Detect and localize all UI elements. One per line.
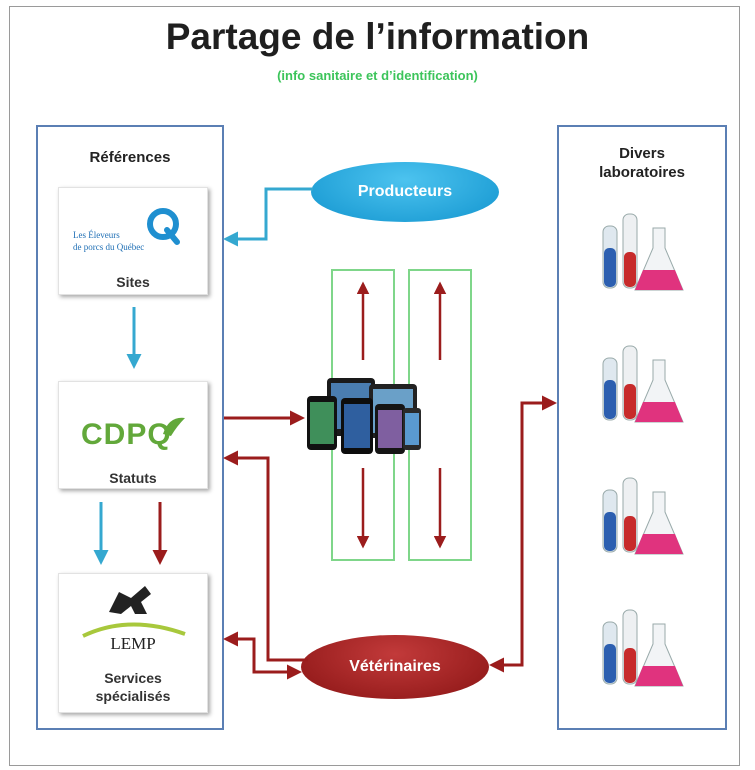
references-title: Références [89, 149, 171, 166]
lemp-animal-icon [109, 586, 151, 614]
producteurs-to-sites-arrow [223, 187, 313, 247]
statuts-label: Statuts [109, 470, 157, 486]
veterinaires-laboratoires-arrow [489, 395, 557, 673]
laboratoires-title-line1: Divers [619, 145, 665, 162]
lemp-logo-text: LEMP [110, 634, 156, 653]
eleveurs-q-icon [147, 208, 180, 245]
lab-flask-icon [602, 345, 684, 423]
mobile-devices-icon [307, 378, 421, 454]
producteurs-node: Producteurs [311, 162, 499, 222]
veterinaires-label: Vétérinaires [349, 658, 441, 675]
lab-flask-icon [602, 477, 684, 555]
cdpq-leaf-icon [163, 417, 185, 436]
veterinaires-node: Vétérinaires [301, 635, 489, 699]
laboratoires-title-line2: laboratoires [599, 164, 685, 181]
eleveurs-logo: Les Éleveurs de porcs du Québec [73, 206, 193, 266]
diagram-frame [9, 6, 740, 766]
diagram-title: Partage de l’information [165, 16, 590, 57]
sites-label: Sites [116, 274, 150, 290]
veterinaires-to-statuts-arrow [223, 450, 308, 662]
services-card: LEMP Services spécialisés [58, 573, 208, 713]
lemp-swoosh-icon [82, 622, 186, 638]
producteurs-label: Producteurs [357, 183, 453, 200]
eleveurs-logo-line2: de porcs du Québec [73, 242, 145, 252]
veterinaires-services-arrow [223, 631, 302, 680]
laboratoires-panel: Divers laboratoires [557, 125, 727, 730]
lab-flask-icon [602, 609, 684, 687]
lab-flask-icon [602, 213, 684, 291]
sites-card: Les Éleveurs de porcs du Québec Sites [58, 187, 208, 295]
eleveurs-logo-line1: Les Éleveurs [73, 230, 120, 240]
services-label-line2: spécialisés [95, 688, 171, 704]
cdpq-logo-text: CDPQ [81, 418, 172, 451]
statuts-card: CDPQ Statuts [58, 381, 208, 489]
diagram-subtitle: (info sanitaire et d’identification) [277, 68, 478, 83]
services-label-line1: Services [104, 670, 162, 686]
